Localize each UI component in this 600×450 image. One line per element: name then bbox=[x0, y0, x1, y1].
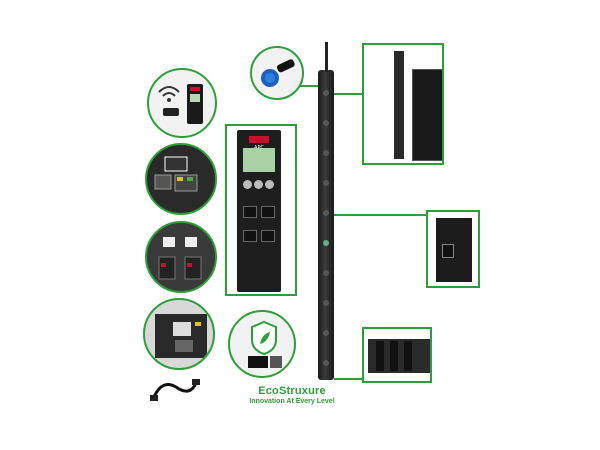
power-plug-icon bbox=[261, 59, 295, 87]
sustainability-circle bbox=[228, 310, 296, 378]
logo-tagline: Innovation At Every Level bbox=[249, 398, 335, 405]
display-screen bbox=[243, 148, 275, 172]
network-port-3 bbox=[243, 230, 257, 242]
connector-line-middle bbox=[334, 214, 426, 216]
wireless-display-circle bbox=[147, 68, 217, 138]
rack-mount-panel bbox=[362, 43, 444, 165]
connector-line-bottom bbox=[334, 378, 362, 380]
wifi-icon bbox=[158, 84, 203, 124]
network-port-2 bbox=[261, 206, 275, 218]
logo-brand: EcoStruxure bbox=[258, 385, 326, 397]
rack-pdu-strip bbox=[318, 70, 334, 380]
display-module-panel: APC bbox=[225, 124, 297, 296]
display-button-row bbox=[243, 178, 275, 192]
rj45-port-circle bbox=[143, 298, 215, 370]
leaf-shield-icon bbox=[248, 320, 282, 368]
connector-line-top bbox=[334, 93, 362, 95]
outlet-locks-panel bbox=[362, 327, 432, 383]
network-port-1 bbox=[243, 206, 257, 218]
brand-badge: APC bbox=[249, 136, 269, 151]
input-plug-circle bbox=[250, 46, 304, 100]
connector-line-plug bbox=[300, 85, 318, 87]
pdu-power-cord bbox=[325, 42, 328, 72]
ecostruxure-logo: EcoStruxure Innovation At Every Level bbox=[237, 385, 347, 419]
breaker-switch bbox=[442, 244, 454, 258]
dual-port-circle bbox=[145, 221, 217, 293]
network-port-circle bbox=[145, 143, 217, 215]
network-port-4 bbox=[261, 230, 275, 242]
breaker-panel bbox=[426, 210, 480, 288]
network-cable-icon bbox=[150, 379, 200, 401]
